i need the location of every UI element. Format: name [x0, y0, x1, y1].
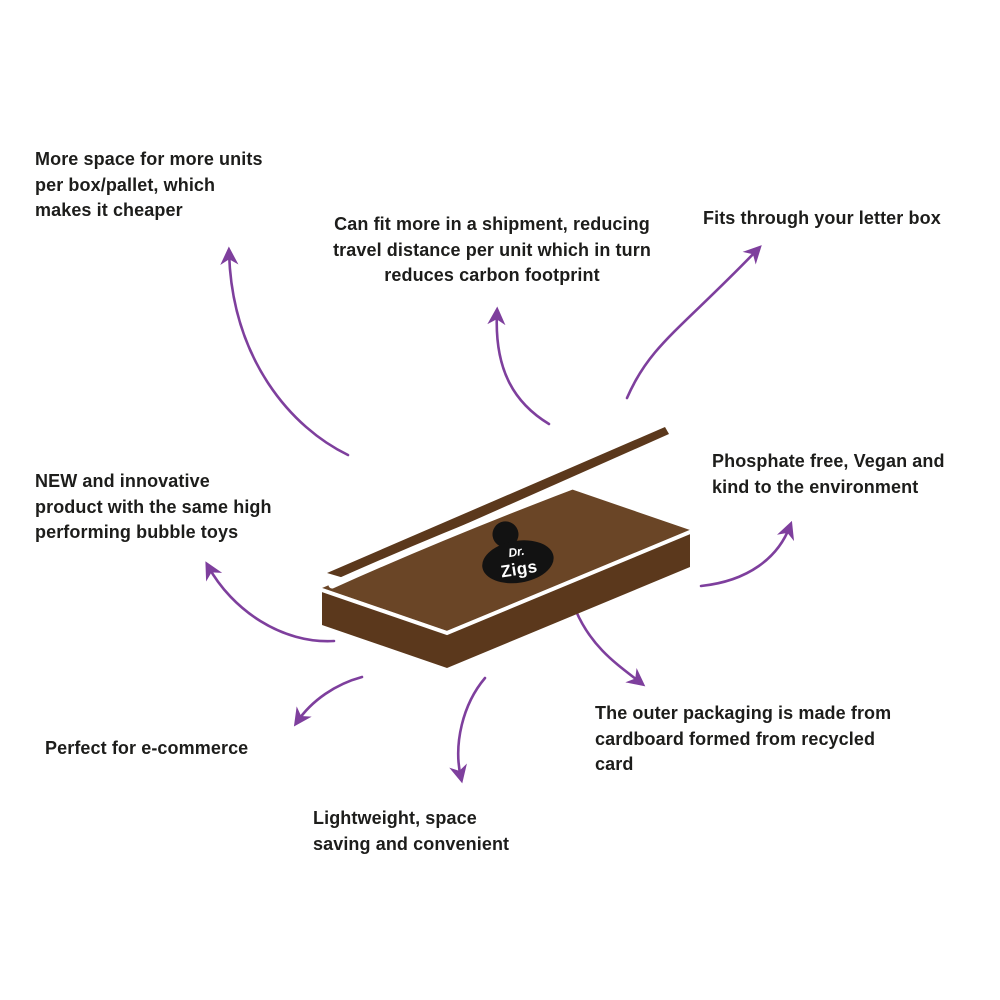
arrow-to-letterbox — [625, 245, 762, 400]
label-more-space: More space for more units per box/pallet… — [35, 149, 263, 221]
arrow-to-more-space — [220, 246, 350, 457]
logo-bubble-icon — [492, 521, 519, 548]
label-lightweight: Lightweight, space saving and convenient — [313, 808, 510, 854]
arrow-to-packaging — [574, 609, 646, 687]
flat-box-illustration: Dr. Zigs — [320, 427, 692, 668]
arrow-to-lightweight — [449, 676, 487, 784]
label-packaging: The outer packaging is made from cardboa… — [595, 703, 892, 775]
logo-blob — [482, 540, 554, 584]
drzigs-logo: Dr. Zigs — [482, 521, 554, 584]
arrow-to-shipment — [487, 306, 551, 426]
box-side-right — [447, 530, 690, 668]
box-inner-lip-highlight — [328, 476, 592, 589]
box-lid — [327, 427, 669, 578]
box-rim-highlight — [320, 530, 692, 636]
arrows-group — [205, 245, 795, 784]
box-side-left — [322, 588, 447, 668]
label-new-product: NEW and innovative product with the same… — [35, 471, 272, 543]
arrow-to-ecommerce — [293, 675, 364, 727]
label-phosphate: Phosphate free, Vegan and kind to the en… — [712, 451, 945, 497]
arrow-to-phosphate — [699, 520, 795, 588]
label-shipment: Can fit more in a shipment, reducing tra… — [333, 214, 651, 286]
label-ecommerce: Perfect for e-commerce — [45, 738, 249, 758]
arrow-to-new-product — [205, 561, 336, 643]
label-letterbox: Fits through your letter box — [703, 208, 941, 228]
logo-text-prefix: Dr. — [507, 544, 525, 560]
